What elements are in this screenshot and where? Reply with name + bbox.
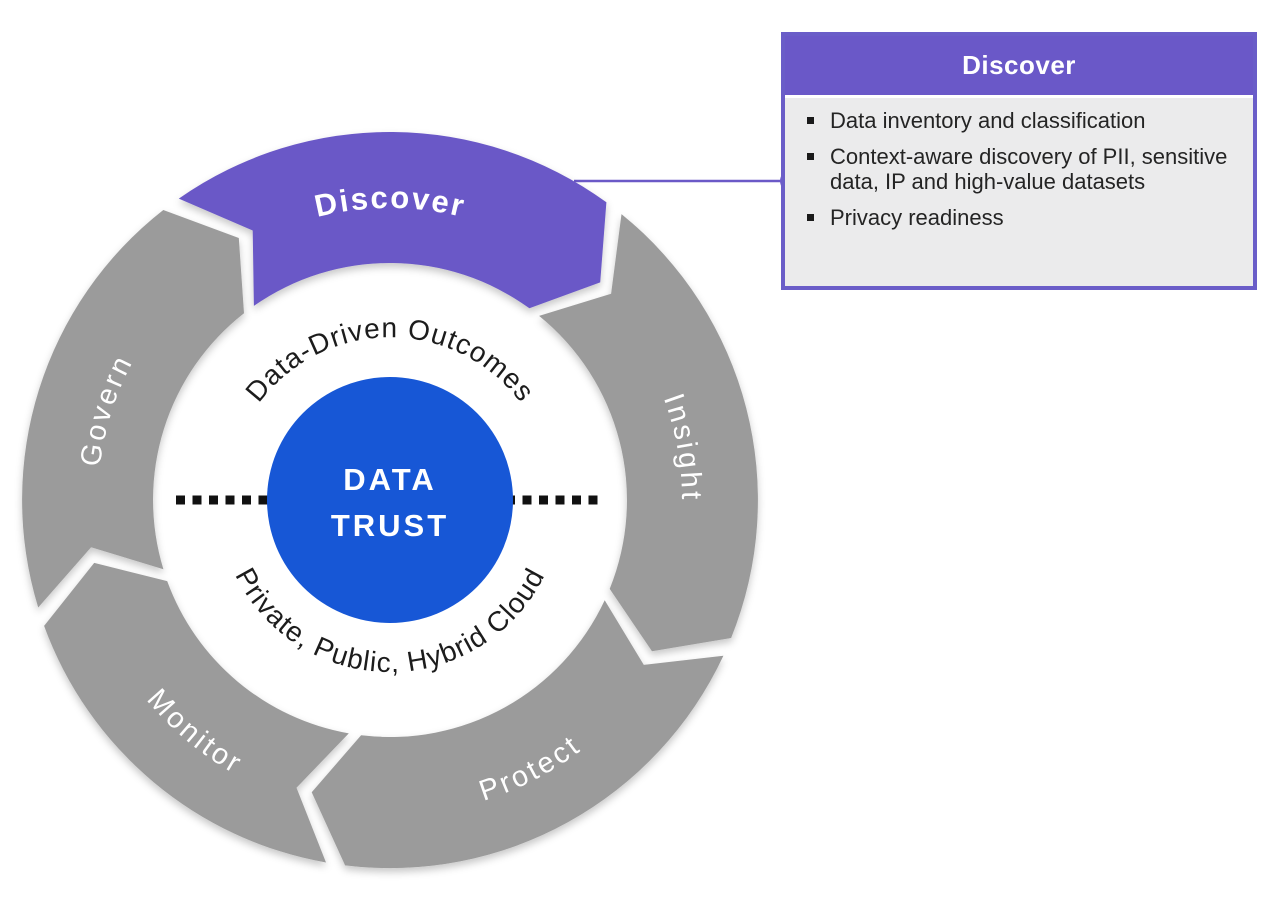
bullet-square-icon — [807, 153, 814, 160]
segment-insight — [539, 214, 758, 652]
bullet-square-icon — [807, 214, 814, 221]
list-item: Privacy readiness — [807, 205, 1235, 230]
center-title-line1: DATA — [343, 462, 437, 497]
callout-bullet-list: Data inventory and classification Contex… — [807, 108, 1235, 230]
bullet-text: Data inventory and classification — [830, 108, 1146, 133]
bullet-text: Privacy readiness — [830, 205, 1004, 230]
segment-monitor — [44, 562, 349, 863]
center-title-line2: TRUST — [331, 508, 449, 543]
bullet-square-icon — [807, 117, 814, 124]
callout-title: Discover — [962, 50, 1076, 80]
list-item: Data inventory and classification — [807, 108, 1235, 133]
callout-body: Data inventory and classification Contex… — [785, 98, 1253, 249]
callout-header: Discover — [785, 36, 1253, 98]
discover-callout: Discover Data inventory and classificati… — [781, 32, 1257, 290]
list-item: Context-aware discovery of PII, sensitiv… — [807, 144, 1235, 194]
segment-protect — [311, 600, 724, 869]
segment-discover — [178, 131, 607, 309]
segment-govern — [22, 210, 244, 608]
bullet-text: Context-aware discovery of PII, sensitiv… — [830, 144, 1228, 194]
center-circle — [267, 377, 513, 623]
